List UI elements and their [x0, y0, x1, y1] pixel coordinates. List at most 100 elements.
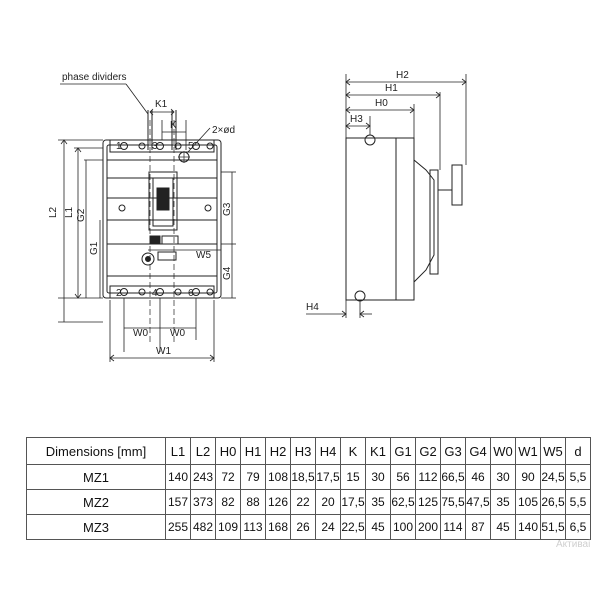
- table-cell: 82: [215, 489, 241, 515]
- row-name: MZ2: [26, 489, 166, 515]
- table-cell: 140: [515, 514, 541, 540]
- col-h1: H1: [240, 437, 266, 465]
- table-cell: 22,5: [340, 514, 366, 540]
- table-cell: 18,5: [290, 464, 316, 490]
- col-k1: K1: [365, 437, 391, 465]
- terminal-number-4: 4: [152, 288, 158, 299]
- table-cell: 113: [240, 514, 266, 540]
- table-cell: 15: [340, 464, 366, 490]
- table-cell: 26,5: [540, 489, 566, 515]
- label-g2: G2: [76, 208, 87, 222]
- table-cell: 100: [390, 514, 416, 540]
- col-g4: G4: [465, 437, 491, 465]
- label-g1: G1: [89, 241, 100, 255]
- side-view-dimensions: [306, 74, 467, 318]
- label-hole: 2×ød: [212, 125, 235, 136]
- terminal-number-1: 1: [116, 141, 122, 152]
- table-row: MZ2 157 373 82 88 126 22 20 17,5 35 62,5…: [26, 489, 591, 515]
- col-k: K: [340, 437, 366, 465]
- table-cell: 6,5: [565, 514, 591, 540]
- table-cell: 51,5: [540, 514, 566, 540]
- table-cell: 35: [365, 489, 391, 515]
- table-cell: 157: [165, 489, 191, 515]
- label-h4: H4: [306, 302, 319, 313]
- table-cell: 22: [290, 489, 316, 515]
- col-g1: G1: [390, 437, 416, 465]
- table-cell: 72: [215, 464, 241, 490]
- label-l1: L1: [64, 206, 75, 218]
- table-cell: 5,5: [565, 489, 591, 515]
- table-cell: 24,5: [540, 464, 566, 490]
- label-h2: H2: [396, 70, 409, 81]
- col-l1: L1: [165, 437, 191, 465]
- row-name: MZ1: [26, 464, 166, 490]
- table-cell: 24: [315, 514, 341, 540]
- col-w1: W1: [515, 437, 541, 465]
- label-h0: H0: [375, 98, 388, 109]
- col-l2: L2: [190, 437, 216, 465]
- col-w5: W5: [540, 437, 566, 465]
- table-cell: 109: [215, 514, 241, 540]
- terminal-number-3: 3: [152, 141, 158, 152]
- table-header-row: Dimensions [mm] L1 L2 H0 H1 H2 H3 H4 K K…: [26, 437, 591, 465]
- label-g3: G3: [222, 202, 233, 216]
- label-k: K: [170, 120, 177, 131]
- table-cell: 168: [265, 514, 291, 540]
- table-cell: 46: [465, 464, 491, 490]
- col-h0: H0: [215, 437, 241, 465]
- terminal-number-5: 5: [188, 141, 194, 152]
- col-h3: H3: [290, 437, 316, 465]
- table-cell: 17,5: [340, 489, 366, 515]
- table-cell: 200: [415, 514, 441, 540]
- table-cell: 114: [440, 514, 466, 540]
- table-cell: 125: [415, 489, 441, 515]
- terminal-number-2: 2: [116, 288, 122, 299]
- table-cell: 108: [265, 464, 291, 490]
- label-w5: W5: [196, 250, 211, 261]
- label-w0-left: W0: [133, 328, 148, 339]
- col-d: d: [565, 437, 591, 465]
- label-phase-dividers: phase dividers: [62, 72, 126, 83]
- col-h4: H4: [315, 437, 341, 465]
- table-row: MZ1 140 243 72 79 108 18,5 17,5 15 30 56…: [26, 464, 591, 490]
- front-view: [102, 110, 222, 345]
- label-h3: H3: [350, 114, 363, 125]
- table-cell: 45: [490, 514, 516, 540]
- label-l2: L2: [48, 206, 59, 218]
- table-cell: 66,5: [440, 464, 466, 490]
- table-cell: 90: [515, 464, 541, 490]
- table-cell: 30: [365, 464, 391, 490]
- table-cell: 88: [240, 489, 266, 515]
- col-g3: G3: [440, 437, 466, 465]
- table-cell: 35: [490, 489, 516, 515]
- technical-drawing: phase dividers K1 K 2×ød 1 3 5 2 4 6 L2 …: [48, 70, 467, 362]
- table-header-label: Dimensions [mm]: [26, 437, 166, 465]
- table-cell: 75,5: [440, 489, 466, 515]
- table-cell: 30: [490, 464, 516, 490]
- table-cell: 47,5: [465, 489, 491, 515]
- table-row: MZ3 255 482 109 113 168 26 24 22,5 45 10…: [26, 514, 591, 540]
- watermark-text: Активаі: [556, 539, 591, 550]
- table-cell: 17,5: [315, 464, 341, 490]
- side-view: [345, 134, 463, 302]
- table-cell: 87: [465, 514, 491, 540]
- table-cell: 255: [165, 514, 191, 540]
- col-g2: G2: [415, 437, 441, 465]
- terminal-number-6: 6: [188, 288, 194, 299]
- label-w0-right: W0: [170, 328, 185, 339]
- table-cell: 62,5: [390, 489, 416, 515]
- col-h2: H2: [265, 437, 291, 465]
- table-cell: 45: [365, 514, 391, 540]
- label-w1: W1: [156, 346, 171, 357]
- col-w0: W0: [490, 437, 516, 465]
- table-cell: 373: [190, 489, 216, 515]
- table-cell: 243: [190, 464, 216, 490]
- row-name: MZ3: [26, 514, 166, 540]
- table-cell: 482: [190, 514, 216, 540]
- front-view-dimensions: [58, 83, 236, 362]
- table-cell: 79: [240, 464, 266, 490]
- table-cell: 26: [290, 514, 316, 540]
- table-cell: 56: [390, 464, 416, 490]
- dimensions-table: Dimensions [mm] L1 L2 H0 H1 H2 H3 H4 K K…: [26, 437, 591, 540]
- table-cell: 5,5: [565, 464, 591, 490]
